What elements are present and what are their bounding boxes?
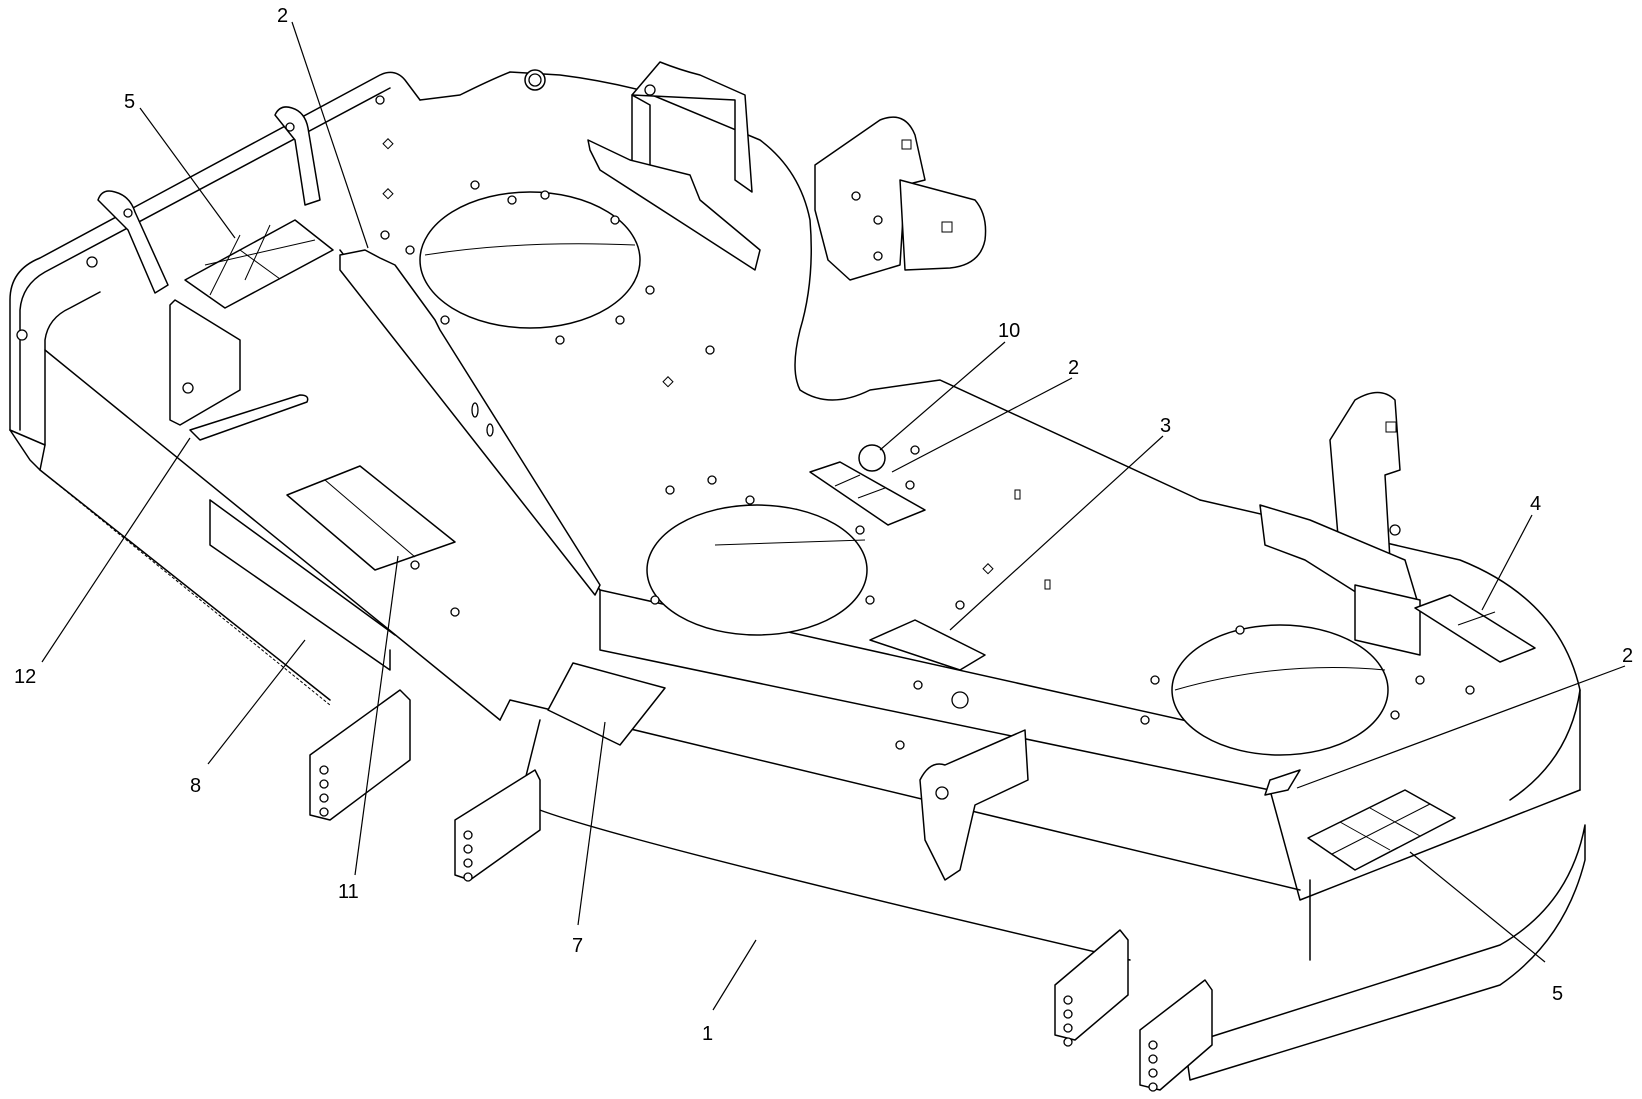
left-bracket-2	[274, 106, 321, 206]
leader-lines	[41, 21, 1626, 1011]
decal-tag-right	[1264, 769, 1301, 796]
decal-slim-left	[189, 394, 309, 441]
decal-front-left	[547, 662, 666, 746]
decal-triangle-front	[869, 619, 986, 671]
callout-10: 10	[998, 320, 1020, 342]
front-tab-3	[1054, 929, 1129, 1047]
decal-grid-left	[184, 219, 334, 309]
callout-8: 8	[190, 775, 201, 797]
center-mount-bracket	[587, 61, 761, 271]
front-tab-4	[1139, 979, 1213, 1092]
callout-5-bottom-right: 5	[1552, 983, 1563, 1005]
callout-labels: 2 5 10 2 3 4 2 12 8 11 7 1 5	[14, 5, 1633, 1045]
decal-right-rear	[1414, 594, 1536, 663]
spindle-opening-center	[646, 504, 868, 636]
callout-4: 4	[1530, 493, 1541, 515]
callout-2-top-left: 2	[277, 5, 288, 27]
right-rear-mount	[1259, 391, 1421, 656]
decal-large-left	[286, 465, 456, 571]
spindle-opening-left	[419, 191, 641, 329]
decal-center-strip	[809, 444, 926, 526]
callout-2-center: 2	[1068, 357, 1079, 379]
front-center-bracket	[919, 729, 1029, 881]
spindle-opening-right	[1171, 624, 1389, 756]
callout-3: 3	[1160, 415, 1171, 437]
deck-holes	[380, 180, 1475, 750]
callout-2-right: 2	[1622, 645, 1633, 667]
callout-1: 1	[702, 1023, 713, 1045]
left-small-bracket	[169, 299, 241, 426]
deck-slots	[382, 138, 1051, 590]
callout-11: 11	[338, 881, 359, 903]
callout-12: 12	[14, 666, 36, 688]
left-bracket-1	[97, 190, 169, 294]
right-upper-mount	[814, 116, 987, 281]
decal-right-front-grid	[1307, 789, 1456, 871]
left-baffle-rail	[339, 249, 601, 596]
front-skirt	[1184, 789, 1586, 1081]
deck-left-housing	[9, 71, 501, 721]
front-tab-1	[309, 689, 411, 821]
front-tab-2	[454, 769, 541, 882]
callout-5-top-left: 5	[124, 91, 135, 113]
callout-7: 7	[572, 935, 583, 957]
